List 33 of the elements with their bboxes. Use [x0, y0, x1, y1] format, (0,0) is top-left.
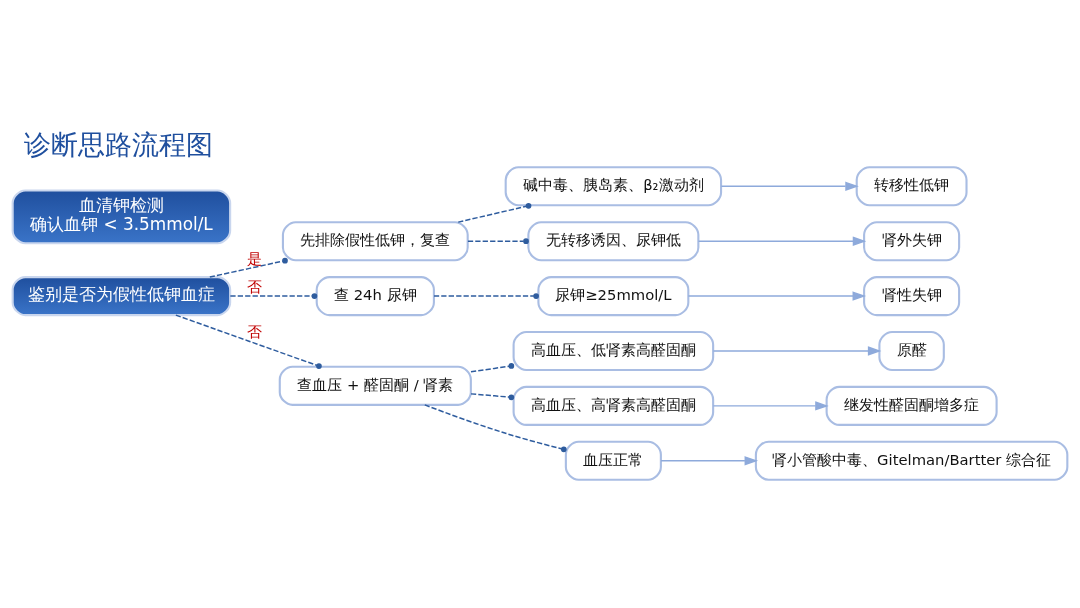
- connector: [457, 202, 532, 223]
- arrow: [660, 456, 759, 466]
- arrow: [720, 181, 859, 192]
- node-box: 鉴别是否为假性低钾血症: [11, 276, 232, 317]
- arrow: [712, 401, 829, 411]
- node-box: 肾外失钾: [863, 221, 961, 262]
- node-box: 肾性失钾: [863, 276, 961, 317]
- arrow: [697, 236, 867, 246]
- node-box: 原醛: [878, 330, 945, 372]
- node-box: 高血压、高肾素高醛固酮: [512, 385, 715, 426]
- node-box: 高血压、低肾素高醛固酮: [512, 330, 715, 372]
- node-box: 血压正常: [564, 440, 662, 481]
- connector: [467, 238, 529, 245]
- node-box: 继发性醛固酮增多症: [825, 385, 998, 426]
- edge-label: 是: [247, 249, 263, 267]
- connector: [209, 257, 288, 278]
- connector: [175, 314, 322, 369]
- node-box: 肾小管酸中毒、Gitelman/Bartter 综合征: [754, 440, 1069, 481]
- node-box: 血清钾检测 确认血钾 < 3.5mmol/L: [11, 189, 232, 245]
- edge-label: 否: [247, 323, 263, 341]
- node-box: 查 24h 尿钾: [315, 276, 435, 317]
- arrow: [687, 291, 867, 301]
- connector: [470, 363, 515, 373]
- connector: [229, 293, 318, 299]
- connector: [470, 393, 515, 401]
- connector: [424, 404, 567, 453]
- node-box: 无转移诱因、尿钾低: [527, 221, 700, 262]
- node-box: 尿钾≥25mmol/L: [537, 276, 690, 317]
- node-box: 转移性低钾: [855, 166, 968, 207]
- edge-label: 否: [247, 278, 263, 296]
- connector: [433, 293, 539, 299]
- arrow: [712, 346, 882, 356]
- diagram-title: 诊断思路流程图: [23, 129, 213, 161]
